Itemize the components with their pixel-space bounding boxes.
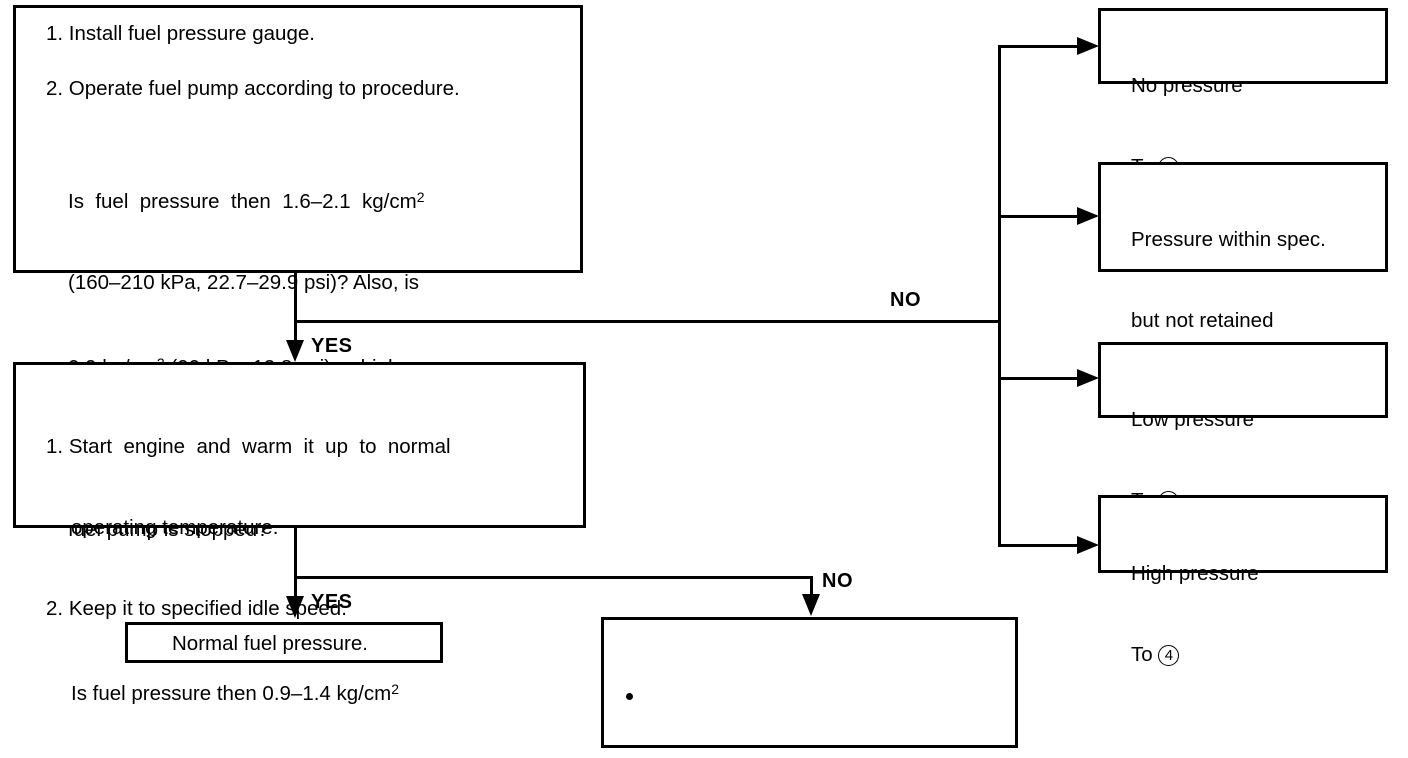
step2-line2-cont: Is fuel pressure then 0.9–1.4 kg/cm (71, 682, 392, 705)
node-regulator-fault: Clogged vacuum passage for fuel pressure… (601, 617, 1018, 748)
step2-line1-text: Start engine and warm it up to normal (68, 435, 451, 458)
step2-line1-cont: operating temperature. (71, 516, 279, 539)
step1-line1: 1. Install fuel pressure gauge. (46, 22, 315, 45)
connector-branch-not-retained (998, 215, 1080, 218)
list-item: Clogged vacuum passage for fuel pressure… (622, 683, 904, 758)
label-no-lower: NO (822, 570, 853, 592)
connector-branch-no-pressure (998, 45, 1080, 48)
low-pressure-line1: Low pressure (1131, 408, 1255, 431)
connector-step2-no (294, 576, 813, 579)
reference-circle-4: 4 (1158, 645, 1180, 666)
node-no-pressure: No pressure To 1 (1098, 8, 1388, 178)
step2-text: 1. Start engine and warm it up to normal… (46, 379, 451, 758)
high-pressure-line1: High pressure (1131, 562, 1259, 585)
connector-step1-no (294, 320, 1001, 323)
connector-branch-high-pressure (998, 544, 1080, 547)
step2-line1-number: 1. (46, 435, 64, 458)
arrow-not-retained (1077, 207, 1099, 225)
node-install-and-operate: 1. Install fuel pressure gauge. 2. Opera… (13, 5, 583, 541)
step1-question-line1-sup: 2 (416, 189, 425, 205)
node-low-pressure: Low pressure To 3 (1098, 342, 1388, 512)
normal-fuel-pressure-text: Normal fuel pressure. (172, 632, 368, 655)
not-retained-line2: but not retained (1131, 309, 1274, 332)
node-not-retained: Pressure within spec. but not retained T… (1098, 162, 1388, 413)
label-no-upper: NO (890, 289, 921, 311)
arrow-no-pressure (1077, 37, 1099, 55)
connector-step1-down (294, 272, 297, 342)
node-start-engine-idle-check: 1. Start engine and warm it up to normal… (13, 362, 586, 705)
connector-right-trunk (998, 47, 1001, 547)
step1-question-line1: Is fuel pressure then 1.6–2.1 kg/cm (68, 190, 417, 213)
not-retained-line1: Pressure within spec. (1131, 228, 1326, 251)
arrow-step2-no (802, 594, 820, 616)
arrow-step2-yes (286, 596, 304, 618)
connector-step2-down (294, 528, 297, 598)
arrow-step1-yes (286, 340, 304, 362)
high-pressure-to-label: To (1131, 643, 1159, 666)
high-pressure-text: High pressure To 4 (1131, 506, 1259, 722)
no-pressure-line1: No pressure (1131, 74, 1243, 97)
label-yes-lower: YES (311, 591, 353, 613)
regulator-fault-list: Clogged vacuum passage for fuel pressure… (622, 629, 904, 758)
step2-line2-cont-sup: 2 (391, 681, 399, 697)
node-normal-fuel-pressure: Normal fuel pressure. (125, 622, 443, 663)
connector-branch-low-pressure (998, 377, 1080, 380)
arrow-low-pressure (1077, 369, 1099, 387)
step1-question-line2: (160–210 kPa, 22.7–29.9 psi)? Also, is (68, 271, 420, 294)
step1-line2: 2. Operate fuel pump according to proced… (46, 77, 460, 100)
label-yes-upper: YES (311, 335, 353, 357)
arrow-high-pressure (1077, 536, 1099, 554)
step2-line2-number: 2. (46, 597, 64, 620)
connector-step2-no-down (810, 576, 813, 598)
node-high-pressure: High pressure To 4 (1098, 495, 1388, 666)
step2-line2-text: Keep it to specified idle speed. (68, 597, 347, 620)
bullet-icon (626, 693, 633, 700)
